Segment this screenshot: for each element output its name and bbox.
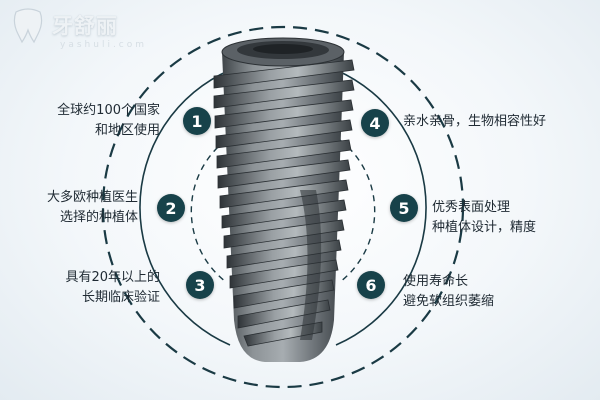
feature-1-text: 全球约100个国家 和地区使用 xyxy=(0,101,160,141)
feature-5-line-2: 种植体设计，精度 xyxy=(432,220,537,235)
badge-4: 4 xyxy=(361,109,389,137)
badge-2: 2 xyxy=(157,194,185,222)
feature-1-line-2: 和地区使用 xyxy=(94,123,160,138)
feature-3-text: 具有20年以上的 长期临床验证 xyxy=(0,268,160,308)
feature-5-text: 优秀表面处理 种植体设计，精度 xyxy=(432,198,592,238)
badge-5: 5 xyxy=(390,194,418,222)
tooth-logo-icon xyxy=(13,8,43,44)
dashed-ring xyxy=(101,25,465,389)
logo-domain: yashuli.com xyxy=(60,40,148,50)
feature-2-line-2: 选择的种植体 xyxy=(59,210,138,225)
feature-6-line-2: 避免软组织萎缩 xyxy=(403,294,495,309)
feature-3-line-2: 长期临床验证 xyxy=(81,290,160,305)
feature-1-line-1: 全球约100个国家 xyxy=(57,103,160,118)
feature-3-line-1: 具有20年以上的 xyxy=(65,270,160,285)
inner-dash-left xyxy=(190,139,227,283)
feature-4-text: 亲水亲骨，生物相容性好 xyxy=(403,112,563,132)
implant-body xyxy=(213,37,355,362)
feature-6-line-1: 使用寿命长 xyxy=(403,274,469,289)
feature-6-text: 使用寿命长 避免软组织萎缩 xyxy=(403,272,563,312)
feature-4-line-1: 亲水亲骨，生物相容性好 xyxy=(403,114,547,129)
inner-dash-right xyxy=(339,139,376,283)
logo-name: 牙舒丽 xyxy=(52,13,118,38)
feature-2-line-1: 大多欧种植医生 xyxy=(46,190,138,205)
badge-6: 6 xyxy=(357,271,385,299)
inner-arc-left xyxy=(139,69,231,346)
badge-1: 1 xyxy=(183,107,211,135)
feature-2-text: 大多欧种植医生 选择的种植体 xyxy=(0,188,138,228)
badge-3: 3 xyxy=(186,271,214,299)
feature-5-line-1: 优秀表面处理 xyxy=(432,200,511,215)
brand-logo: 牙舒丽 yashuli.com xyxy=(8,6,144,50)
inner-arc-right xyxy=(335,69,427,346)
